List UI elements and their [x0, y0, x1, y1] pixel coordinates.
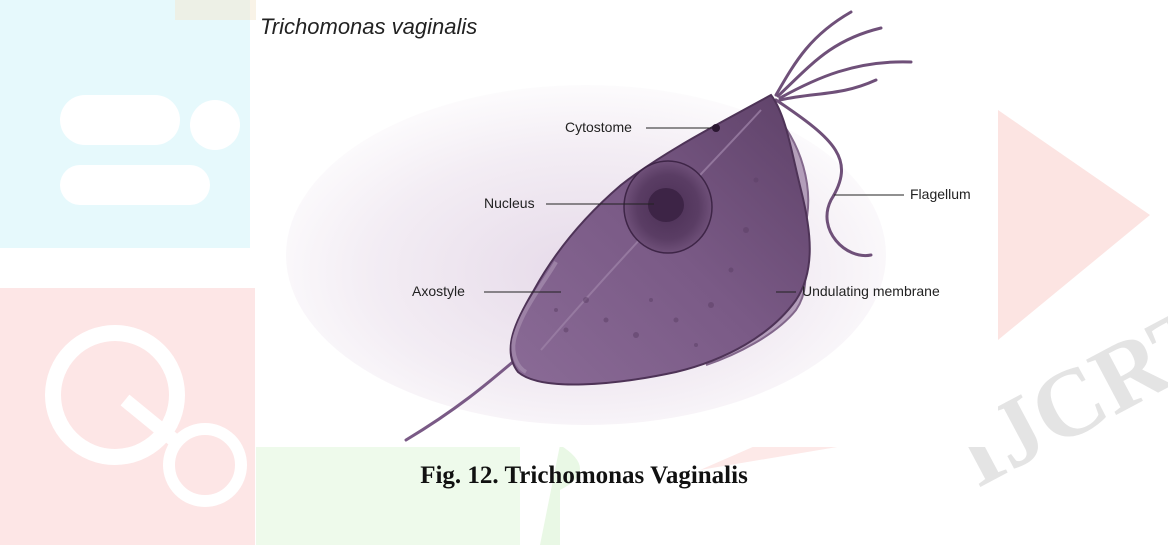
- cytostome-shape: [712, 124, 720, 132]
- watermark-green-tile: [256, 445, 580, 545]
- label-cytostome: Cytostome: [565, 119, 632, 135]
- label-axostyle: Axostyle: [412, 283, 465, 299]
- figure-title: Trichomonas vaginalis: [260, 14, 477, 40]
- illustration-panel: [256, 0, 998, 447]
- watermark-red-tile: [0, 288, 255, 545]
- figure-caption: Fig. 12. Trichomonas Vaginalis: [0, 462, 1168, 490]
- label-undulating-membrane: Undulating membrane: [802, 283, 940, 299]
- label-nucleus: Nucleus: [484, 195, 535, 211]
- label-flagellum: Flagellum: [910, 186, 971, 202]
- trichomonas-illustration: [256, 0, 998, 447]
- nucleolus-shape: [648, 188, 684, 222]
